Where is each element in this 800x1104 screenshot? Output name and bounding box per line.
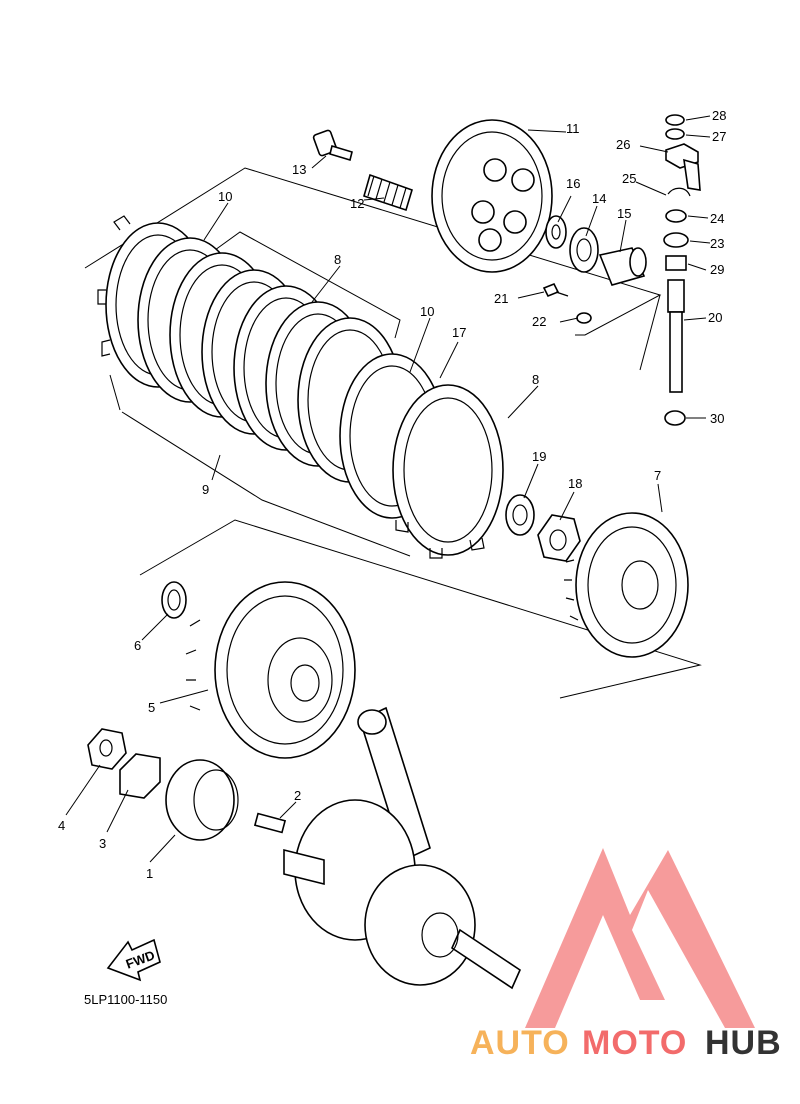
primary-drive-parts — [87, 728, 287, 841]
label-15: 15 — [617, 206, 631, 221]
label-2: 2 — [294, 788, 301, 803]
label-10-lower: 10 — [420, 304, 434, 319]
leader-lines — [65, 115, 711, 863]
push-lever-assembly — [663, 114, 701, 426]
label-5: 5 — [148, 700, 155, 715]
label-8-lower: 8 — [532, 372, 539, 387]
label-22: 22 — [532, 314, 546, 329]
label-12: 12 — [350, 196, 364, 211]
label-29: 29 — [710, 262, 724, 277]
label-13: 13 — [292, 162, 306, 177]
bolt-and-spring — [312, 129, 413, 212]
label-11: 11 — [566, 121, 580, 136]
label-24: 24 — [710, 211, 724, 226]
watermark-auto: AUTO — [470, 1024, 570, 1062]
watermark-triangle — [525, 848, 755, 1028]
clutch-housing — [161, 581, 356, 759]
label-17: 17 — [452, 325, 466, 340]
part-labels: 1 2 3 4 5 6 7 8 8 9 10 10 11 12 13 14 15… — [58, 108, 726, 881]
label-18: 18 — [568, 476, 582, 491]
label-20: 20 — [708, 310, 722, 325]
label-14: 14 — [592, 191, 606, 206]
watermark-hub: HUB — [705, 1024, 782, 1062]
primary-driven-gear — [564, 512, 689, 658]
label-1: 1 — [146, 866, 153, 881]
label-16: 16 — [566, 176, 580, 191]
label-23: 23 — [710, 236, 724, 251]
label-28: 28 — [712, 108, 726, 123]
label-4: 4 — [58, 818, 65, 833]
watermark-moto: MOTO — [582, 1024, 687, 1062]
diagram-code: 5LP1100-1150 — [84, 992, 167, 1007]
label-25: 25 — [622, 171, 636, 186]
label-27: 27 — [712, 129, 726, 144]
bearing-and-pushrod-parts — [542, 215, 647, 324]
label-21: 21 — [494, 291, 508, 306]
label-26: 26 — [616, 137, 630, 152]
label-3: 3 — [99, 836, 106, 851]
group-frames — [84, 167, 702, 699]
crankshaft — [283, 706, 522, 990]
label-30: 30 — [710, 411, 724, 426]
pressure-plate — [431, 119, 553, 273]
lock-washer-and-nut — [505, 494, 581, 562]
label-7: 7 — [654, 468, 661, 483]
label-9: 9 — [202, 482, 209, 497]
label-6: 6 — [134, 638, 141, 653]
label-8-upper: 8 — [334, 252, 341, 267]
clutch-plate-stack — [97, 215, 504, 559]
watermark-logo: AUTO MOTO HUB — [470, 848, 782, 1062]
fwd-arrow: FWD — [106, 938, 161, 982]
label-10-upper: 10 — [218, 189, 232, 204]
label-19: 19 — [532, 449, 546, 464]
